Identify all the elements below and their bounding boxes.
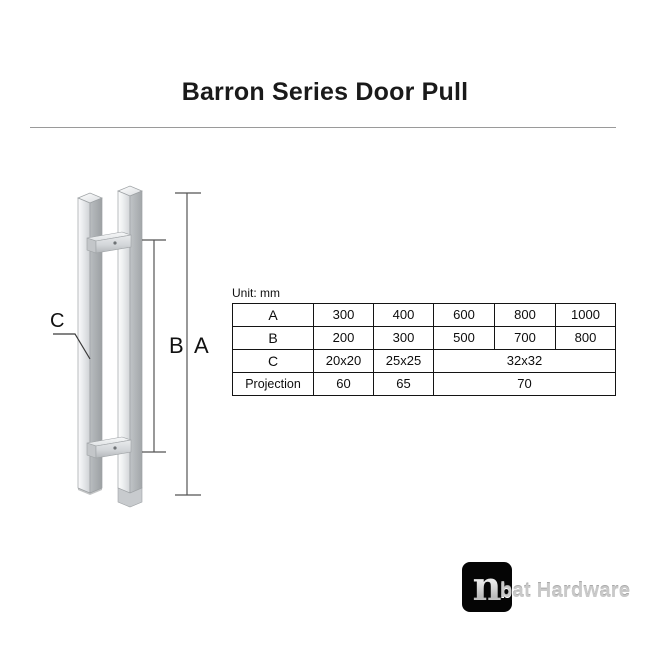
- cell-c-3: 32x32: [433, 349, 616, 373]
- cell-b-3: 500: [433, 326, 495, 350]
- row-label-projection: Projection: [232, 372, 314, 396]
- table-row: Projection 60 65 70: [232, 372, 616, 396]
- callout-c: C: [50, 310, 91, 360]
- logo-wordmark: bat Hardware: [500, 580, 631, 602]
- cell-projection-1: 60: [313, 372, 374, 396]
- header-divider: [30, 127, 616, 128]
- cell-b-5: 800: [555, 326, 616, 350]
- top-standoff-bracket: [86, 231, 132, 254]
- spec-table-container: A 300 400 600 800 1000 B 200 300 500 700…: [232, 303, 616, 396]
- cell-c-1: 20x20: [313, 349, 374, 373]
- table-row: C 20x20 25x25 32x32: [232, 349, 616, 373]
- cell-a-2: 400: [373, 303, 434, 327]
- cell-b-1: 200: [313, 326, 374, 350]
- dimension-b: B: [142, 239, 184, 453]
- cell-c-2: 25x25: [373, 349, 434, 373]
- front-grip-post: [117, 185, 143, 508]
- cell-b-4: 700: [494, 326, 556, 350]
- page-title: Barron Series Door Pull: [181, 78, 469, 106]
- unit-label: Unit: mm: [232, 286, 280, 300]
- table-row: B 200 300 500 700 800: [232, 326, 616, 350]
- cell-projection-2: 65: [373, 372, 434, 396]
- cell-a-4: 800: [494, 303, 556, 327]
- cell-a-1: 300: [313, 303, 374, 327]
- row-label-a: A: [232, 303, 314, 327]
- callout-c-label: C: [50, 310, 64, 332]
- cell-b-2: 300: [373, 326, 434, 350]
- dimension-a-label: A: [194, 333, 209, 358]
- logo-mark-letter: n: [462, 562, 512, 612]
- brand-logo: n bat Hardware: [460, 558, 630, 618]
- logo-mark-square: n: [462, 562, 512, 612]
- cell-projection-3: 70: [433, 372, 616, 396]
- product-illustration: C B A: [30, 175, 245, 515]
- dimension-b-label: B: [169, 333, 184, 358]
- rear-post: [77, 192, 103, 495]
- specification-table: A 300 400 600 800 1000 B 200 300 500 700…: [232, 303, 616, 396]
- cell-a-5: 1000: [555, 303, 616, 327]
- row-label-b: B: [232, 326, 314, 350]
- table-row: A 300 400 600 800 1000: [232, 303, 616, 327]
- bottom-standoff-bracket: [86, 436, 132, 459]
- dimension-a: A: [175, 192, 209, 496]
- row-label-c: C: [232, 349, 314, 373]
- cell-a-3: 600: [433, 303, 495, 327]
